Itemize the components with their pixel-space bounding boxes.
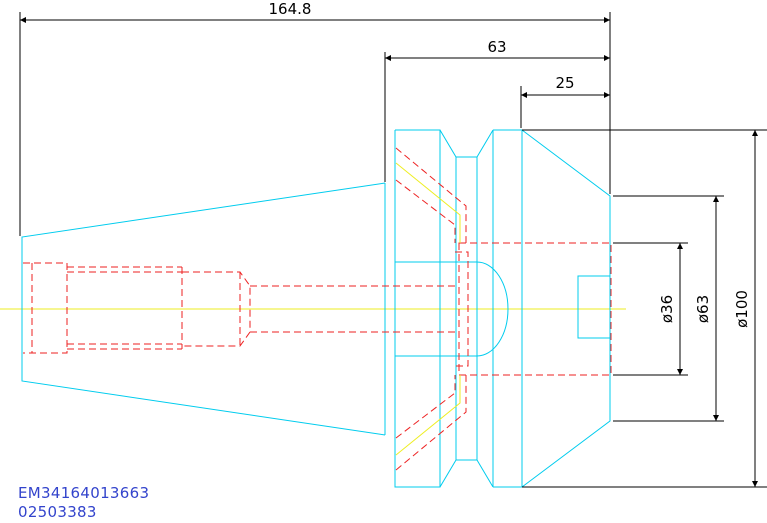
dim-overall-length: 164.8 (269, 0, 312, 18)
dim-bore-diameter: ø36 (658, 295, 676, 323)
part-code-line1: EM34164013663 (18, 484, 150, 502)
coolant-path (395, 162, 461, 456)
part-code-line2: 02503383 (18, 503, 97, 521)
dimension-lines (19, 12, 767, 488)
hidden-lines (23, 147, 612, 471)
dim-outer-diameter: ø100 (733, 290, 751, 328)
dim-mid-diameter: ø63 (694, 295, 712, 323)
dim-flange-length: 63 (487, 38, 506, 56)
dim-nose-length: 25 (555, 74, 574, 92)
part-codes: EM34164013663 02503383 (18, 484, 149, 522)
tool-holder-outline (21, 129, 611, 488)
